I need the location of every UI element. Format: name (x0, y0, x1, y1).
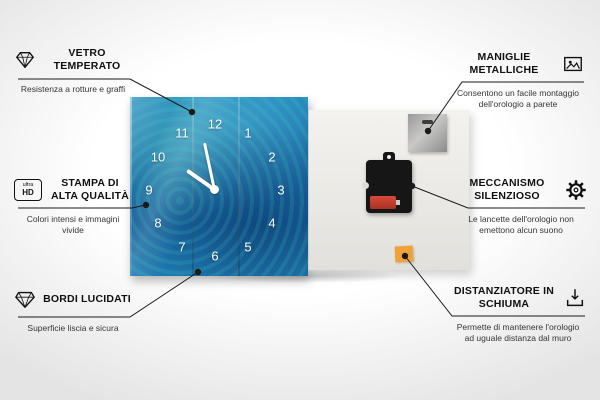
callout-desc: Permette di mantenere l'orologio ad ugua… (456, 322, 580, 344)
clock-number: 8 (154, 215, 162, 231)
callout-stampa-alta-qualita: ultra HD STAMPA DI ALTA QUALITÀ Colori i… (14, 174, 132, 237)
callout-meccanismo-silenzioso: MECCANISMO SILENZIOSO (455, 174, 587, 237)
callout-title: VETRO TEMPERATO (53, 47, 121, 72)
ultra-hd-label-top: ultra (22, 182, 34, 189)
mechanism-spindle (362, 182, 369, 189)
callout-head: DISTANZIATORE IN SCHIUMA (450, 282, 586, 314)
clock-number: 5 (244, 239, 252, 255)
callout-title: BORDI LUCIDATI (43, 292, 131, 305)
clock-number: 1 (244, 125, 252, 141)
clock-back-panel (308, 110, 469, 270)
callout-head: BORDI LUCIDATI (14, 283, 132, 315)
clock-number: 7 (178, 239, 186, 255)
callout-distanziatore-schiuma: DISTANZIATORE IN SCHIUMA Permette di man… (450, 282, 586, 345)
clock-number: 4 (268, 215, 276, 231)
callout-desc: Superficie liscia e sicura (27, 323, 119, 333)
gear-icon (565, 179, 587, 201)
callout-maniglie-metalliche: MANIGLIE METALLICHE Consentono un facile… (452, 48, 584, 111)
callout-head: MECCANISMO SILENZIOSO (455, 174, 587, 206)
clock-number: 6 (211, 248, 219, 264)
gem-icon (14, 288, 36, 310)
ultra-hd-label-bottom: HD (22, 187, 34, 197)
glass-fold-line (238, 97, 240, 276)
callout-title: DISTANZIATORE IN SCHIUMA (453, 285, 555, 310)
callout-title: STAMPA DI ALTA QUALITÀ (50, 177, 130, 202)
foam-spacer-icon (564, 287, 586, 309)
ultra-hd-icon: ultra HD (14, 179, 42, 201)
clock-number: 10 (150, 149, 166, 165)
clock-number: 12 (207, 116, 223, 132)
callout-desc: Le lancette dell'orologio non emettono a… (468, 214, 574, 236)
foam-spacer (394, 245, 414, 263)
clock-mechanism (362, 152, 412, 213)
battery (370, 196, 400, 209)
clock-number: 2 (268, 149, 276, 165)
callout-vetro-temperato: VETRO TEMPERATO Resistenza a rotture e g… (14, 44, 132, 95)
clock-front-panel: 12 1 2 3 4 5 6 7 8 9 10 11 (130, 97, 308, 276)
clock-number: 3 (277, 182, 285, 198)
clock-number: 11 (175, 125, 189, 141)
clock-number: 9 (145, 182, 153, 198)
callout-title: MECCANISMO SILENZIOSO (469, 177, 545, 202)
glass-edge-highlight (130, 97, 132, 276)
metal-mounting-plate (408, 114, 447, 152)
picture-icon (562, 53, 584, 75)
callout-desc: Consentono un facile montaggio dell'orol… (457, 88, 579, 110)
callout-desc: Colori intensi e immagini vivide (26, 214, 120, 236)
diamond-icon (14, 49, 36, 71)
callout-desc: Resistenza a rotture e graffi (20, 84, 126, 94)
callout-head: MANIGLIE METALLICHE (452, 48, 584, 80)
callout-head: VETRO TEMPERATO (14, 44, 132, 76)
hanger-hook (383, 152, 395, 162)
callout-head: ultra HD STAMPA DI ALTA QUALITÀ (14, 174, 132, 206)
callout-bordi-lucidati: BORDI LUCIDATI Superficie liscia e sicur… (14, 283, 132, 334)
hands-center-cap (210, 185, 219, 194)
callout-title: MANIGLIE METALLICHE (469, 51, 539, 76)
glass-fold-line (192, 97, 194, 276)
